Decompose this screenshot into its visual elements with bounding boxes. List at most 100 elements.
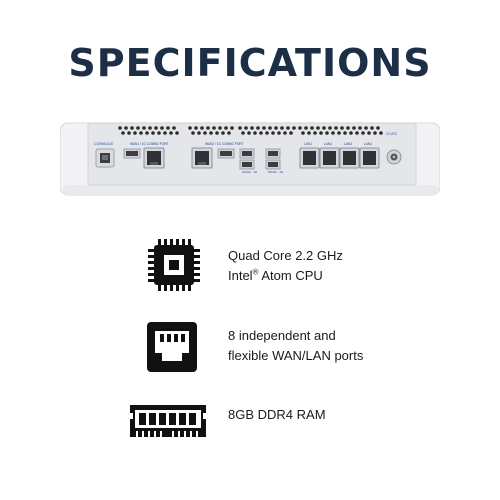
vent-hole	[277, 131, 281, 135]
spec-cpu-line1: Quad Core 2.2 GHz	[228, 248, 343, 263]
vent-hole	[331, 131, 335, 135]
vent-hole	[262, 126, 266, 130]
vent-hole	[292, 126, 296, 130]
vent-hole	[310, 126, 314, 130]
vent-hole	[370, 126, 374, 130]
wan2-sfp-port	[217, 148, 235, 159]
vent-hole	[166, 126, 170, 130]
vent-hole	[127, 131, 131, 135]
vent-hole	[172, 126, 176, 130]
lan3-label: LAN3	[344, 142, 352, 146]
vent-hole	[191, 131, 195, 135]
cpu-chip-icon	[148, 239, 200, 291]
vent-hole	[256, 126, 260, 130]
vent-hole	[139, 131, 143, 135]
wan3-label: WAN3 · 1G	[268, 170, 284, 174]
wan4-label: WAN4 · 1G	[242, 170, 258, 174]
vent-hole	[325, 131, 329, 135]
registered-mark: ®	[252, 267, 259, 277]
power-label: 12 VDC	[386, 132, 398, 136]
vent-hole	[367, 131, 371, 135]
vent-hole	[200, 126, 204, 130]
vent-hole	[160, 126, 164, 130]
wan2-rj45-port	[191, 147, 213, 169]
power-jack	[386, 149, 402, 165]
wan1-sfp-port	[123, 148, 141, 159]
vent-hole	[215, 131, 219, 135]
console-port	[95, 148, 115, 168]
vent-hole	[301, 131, 305, 135]
vent-hole	[376, 126, 380, 130]
vent-hole	[136, 126, 140, 130]
vent-hole	[212, 126, 216, 130]
vent-hole	[346, 126, 350, 130]
vent-hole	[286, 126, 290, 130]
lan1-label: LAN1	[304, 142, 312, 146]
vent-hole	[124, 126, 128, 130]
vent-hole	[379, 131, 383, 135]
spec-ports-text: 8 independent and flexible WAN/LAN ports	[228, 326, 363, 366]
vent-hole	[130, 126, 134, 130]
vent-hole	[280, 126, 284, 130]
spec-ram: 8GB DDR4 RAM	[0, 392, 500, 452]
vent-hole	[206, 126, 210, 130]
wan3-sfp-ports	[265, 148, 281, 170]
vent-hole	[247, 131, 251, 135]
vent-hole	[271, 131, 275, 135]
vent-hole	[268, 126, 272, 130]
wan1-rj45-port	[143, 147, 165, 169]
ram-module-icon	[130, 405, 206, 437]
vent-hole	[307, 131, 311, 135]
vent-hole	[334, 126, 338, 130]
vent-hole	[319, 131, 323, 135]
vent-hole	[322, 126, 326, 130]
vent-hole	[349, 131, 353, 135]
vent-hole	[194, 126, 198, 130]
vent-hole	[238, 126, 242, 130]
spec-cpu-model: Atom CPU	[258, 268, 323, 283]
vent-hole	[169, 131, 173, 135]
vent-hole	[343, 131, 347, 135]
vent-hole	[289, 131, 293, 135]
lan-ports	[299, 147, 380, 169]
vent-hole	[283, 131, 287, 135]
vent-hole	[203, 131, 207, 135]
vent-hole	[145, 131, 149, 135]
vent-hole	[265, 131, 269, 135]
lan2-label: LAN2	[324, 142, 332, 146]
vent-hole	[373, 131, 377, 135]
vent-hole	[274, 126, 278, 130]
vent-hole	[121, 131, 125, 135]
vent-hole	[361, 131, 365, 135]
spec-cpu: Quad Core 2.2 GHz Intel® Atom CPU	[0, 235, 500, 295]
vent-hole	[250, 126, 254, 130]
vent-hole	[253, 131, 257, 135]
vent-hole	[259, 131, 263, 135]
ethernet-port-icon	[147, 322, 197, 372]
vent-hole	[154, 126, 158, 130]
wan4-sfp-ports	[239, 148, 255, 170]
spec-cpu-brand: Intel	[228, 268, 253, 283]
spec-cpu-line2: Intel® Atom CPU	[228, 266, 343, 286]
wan1-label: WAN1 / 1G COMBO PORT	[130, 142, 169, 146]
vent-hole	[118, 126, 122, 130]
vent-hole	[151, 131, 155, 135]
vent-hole	[221, 131, 225, 135]
vent-hole	[224, 126, 228, 130]
vent-hole	[358, 126, 362, 130]
spec-ports-line2: flexible WAN/LAN ports	[228, 348, 364, 363]
spec-ports-line1: 8 independent and	[228, 328, 336, 343]
vent-hole	[218, 126, 222, 130]
vent-hole	[316, 126, 320, 130]
vent-hole	[227, 131, 231, 135]
vent-hole	[298, 126, 302, 130]
vent-hole	[304, 126, 308, 130]
wan2-label: WAN2 / 1G COMBO PORT	[205, 142, 244, 146]
vent-hole	[133, 131, 137, 135]
vent-hole	[163, 131, 167, 135]
vent-hole	[230, 126, 234, 130]
vent-hole	[313, 131, 317, 135]
vent-hole	[188, 126, 192, 130]
vent-hole	[364, 126, 368, 130]
vent-hole	[157, 131, 161, 135]
